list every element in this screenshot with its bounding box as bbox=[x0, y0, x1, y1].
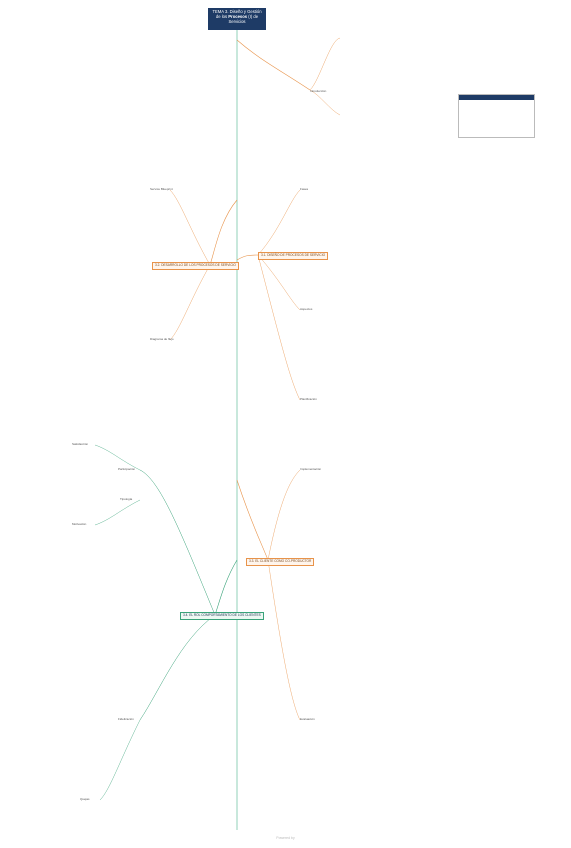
node-blueprint: Service Blueprint bbox=[150, 187, 173, 191]
title-line1: TEMA 3. Diseño y Gestión bbox=[212, 9, 262, 14]
node-aspectos: Aspectos bbox=[300, 307, 313, 311]
table-header bbox=[459, 95, 534, 100]
comparison-table bbox=[458, 94, 535, 138]
node-fases: Fases bbox=[300, 187, 309, 191]
node-fidelizacion: Fidelización bbox=[118, 717, 134, 721]
branch-desarrollo[interactable]: 3.2. DESARROLLO DE LOS PROCESOS DE SERVI… bbox=[152, 262, 239, 270]
branch-cliente[interactable]: 3.3. EL CLIENTE COMO CO-PRODUCTOR bbox=[246, 558, 315, 566]
node-implementacion: Implementación bbox=[300, 467, 322, 471]
title-line2-bold: Procesos bbox=[228, 14, 248, 19]
node-tipologia: Tipología bbox=[120, 497, 133, 501]
title-line2: de los bbox=[215, 14, 228, 19]
node-evaluacion: Evaluación bbox=[300, 717, 315, 721]
node-motivacion: Motivación bbox=[72, 522, 87, 526]
map-title: TEMA 3. Diseño y Gestión de los Procesos… bbox=[208, 8, 266, 30]
title-line2-end: (I) de bbox=[248, 14, 259, 19]
title-line3: Servicios bbox=[228, 19, 246, 24]
node-diagrama: Diagrama de flujo bbox=[150, 337, 174, 341]
node-planificacion: Planificación bbox=[300, 397, 317, 401]
node-introduccion: Introducción bbox=[310, 89, 327, 93]
branch-comportamiento[interactable]: 3.4. EL ROL COMPORTAMIENTO DE LOS CLIENT… bbox=[180, 612, 264, 620]
node-satisfaccion: Satisfacción bbox=[72, 442, 89, 446]
branch-diseno[interactable]: 3.1. DISEÑO DE PROCESOS DE SERVICIO bbox=[258, 252, 329, 260]
footer-credit: Powered by bbox=[276, 836, 295, 840]
node-quejas: Quejas bbox=[80, 797, 90, 801]
node-participacion: Participación bbox=[118, 467, 136, 471]
